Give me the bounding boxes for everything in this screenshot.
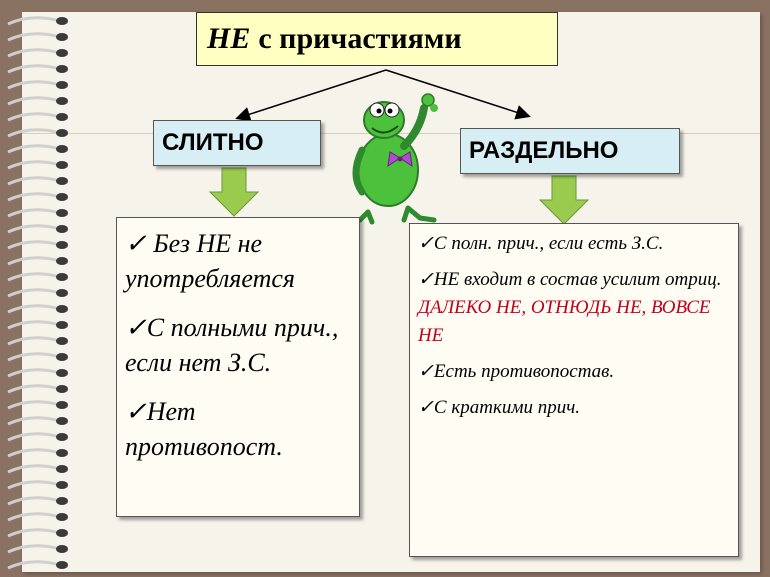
spiral-ring [7,320,57,330]
spiral-ring [7,512,57,522]
spiral-ring [7,176,57,186]
spiral-hole [56,241,68,249]
spiral-ring [7,96,57,106]
spiral-hole [56,321,68,329]
spiral-hole [56,481,68,489]
spiral-hole [56,417,68,425]
rules-box-razdelno: ✓С полн. прич., если есть З.С. ✓НЕ входи… [409,223,739,557]
title-rest: с причастиями [258,22,462,55]
spiral-ring [7,352,57,362]
spiral-hole [56,305,68,313]
spiral-ring [7,16,57,26]
spiral-hole [56,401,68,409]
spiral-ring [7,448,57,458]
spiral-ring [7,464,57,474]
spiral-hole [56,545,68,553]
spiral-ring [7,128,57,138]
spiral-ring [7,288,57,298]
spiral-ring [7,304,57,314]
spiral-hole [56,193,68,201]
spiral-hole [56,337,68,345]
spiral-binding [7,16,68,570]
spiral-ring [7,336,57,346]
spiral-ring [7,256,57,266]
spiral-hole [56,497,68,505]
diagram-title: НЕ с причастиями [196,12,558,66]
spiral-hole [56,225,68,233]
spiral-hole [56,33,68,41]
spiral-hole [56,97,68,105]
spiral-hole [56,561,68,569]
rule-item: ✓С полными прич., если нет З.С. [125,313,339,377]
rules-box-slitno: ✓ Без НЕ не употребляется ✓С полными при… [116,217,360,517]
spiral-ring [7,480,57,490]
spiral-hole [56,209,68,217]
rule-item: ✓Нет противопост. [125,397,283,461]
rule-item: ✓ Без НЕ не употребляется [125,229,295,293]
spiral-hole [56,129,68,137]
label-slitno: СЛИТНО [153,120,321,166]
rule-examples-red: ДАЛЕКО НЕ, ОТНЮДЬ НЕ, ВОВСЕ НЕ [418,297,711,346]
rule-item: ✓Есть противопостав. [418,361,615,382]
spiral-ring [7,64,57,74]
rule-item: ✓С полн. прич., если есть З.С. [418,233,664,254]
rule-text: ✓НЕ входит в состав усилит отриц. [418,269,722,290]
spiral-hole [56,81,68,89]
spiral-hole [56,465,68,473]
spiral-hole [56,273,68,281]
spiral-hole [56,449,68,457]
spiral-ring [7,544,57,554]
spiral-ring [7,416,57,426]
label-razdelno: РАЗДЕЛЬНО [460,128,680,174]
spiral-ring [7,240,57,250]
spiral-hole [56,513,68,521]
spiral-ring [7,32,57,42]
rule-item: ✓С краткими прич. [418,397,581,418]
rule-item: ✓НЕ входит в состав усилит отриц. ДАЛЕКО… [418,266,730,350]
spiral-hole [56,353,68,361]
spiral-hole [56,65,68,73]
spiral-hole [56,385,68,393]
spiral-ring [7,400,57,410]
spiral-hole [56,161,68,169]
spiral-hole [56,177,68,185]
spiral-ring [7,528,57,538]
spiral-hole [56,369,68,377]
spiral-hole [56,145,68,153]
spiral-hole [56,113,68,121]
spiral-ring [7,560,57,570]
spiral-ring [7,112,57,122]
spiral-hole [56,49,68,57]
spiral-hole [56,289,68,297]
spiral-ring [7,48,57,58]
spiral-ring [7,192,57,202]
spiral-hole [56,257,68,265]
spiral-ring [7,208,57,218]
spiral-hole [56,433,68,441]
spiral-ring [7,224,57,234]
spiral-hole [56,529,68,537]
spiral-ring [7,272,57,282]
title-emphasis: НЕ [207,22,251,55]
spiral-ring [7,80,57,90]
spiral-ring [7,144,57,154]
spiral-hole [56,17,68,25]
spiral-ring [7,432,57,442]
spiral-ring [7,384,57,394]
spiral-ring [7,368,57,378]
spiral-ring [7,496,57,506]
spiral-ring [7,160,57,170]
